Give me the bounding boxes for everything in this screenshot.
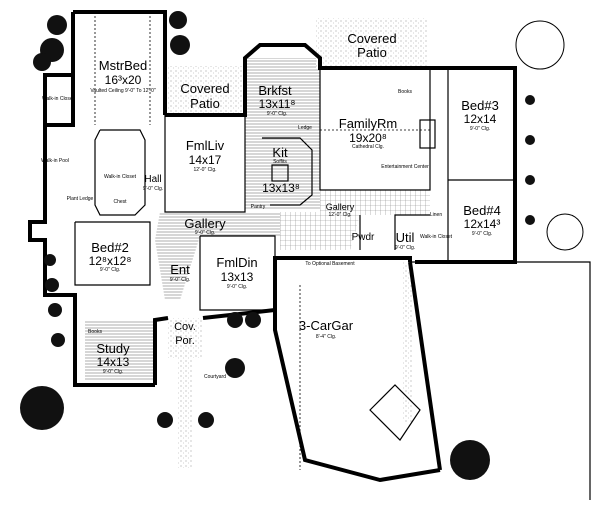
study-books-label: Books bbox=[88, 329, 102, 335]
gallery-note: 9'-0" Clg. bbox=[195, 230, 215, 236]
master-bed-label: MstrBed bbox=[99, 58, 147, 73]
garage-side-walk bbox=[402, 262, 412, 422]
garage-bay bbox=[369, 384, 421, 441]
property-line bbox=[410, 261, 591, 500]
garage-wall bbox=[408, 261, 442, 471]
bed2-size: 12⁸x12⁸ bbox=[89, 254, 132, 268]
kitchen-label: Kit bbox=[272, 145, 288, 160]
books-label: Books bbox=[398, 89, 412, 95]
utility-label: Util bbox=[396, 230, 415, 245]
master-bed-note: Vaulted Ceiling 9'-0" To 12'-0" bbox=[90, 88, 156, 94]
study-size: 14x13 bbox=[97, 355, 130, 369]
soffit-box bbox=[271, 164, 289, 182]
walk-in-pool-label: Walk-in Pool bbox=[41, 158, 69, 164]
walk-in-closet-label-2: Walk-in Closet bbox=[104, 174, 137, 180]
covered-porch-line1: Cov. bbox=[174, 321, 196, 333]
entry-label: Ent bbox=[170, 262, 190, 277]
family-room-label: FamilyRm bbox=[339, 116, 398, 131]
gallery-floor bbox=[155, 212, 280, 300]
covered-patio-left-line2: Patio bbox=[190, 96, 220, 111]
kitchen-counter bbox=[262, 137, 313, 206]
walk-in-closet-bed4: Walk-in Closet bbox=[420, 234, 453, 240]
formal-living-label: FmlLiv bbox=[186, 138, 225, 153]
family-room-size: 19x20⁸ bbox=[349, 131, 387, 145]
landscaping bbox=[20, 11, 584, 480]
wall bbox=[74, 221, 151, 286]
wall bbox=[73, 10, 167, 115]
garage-note: 8'-4" Clg. bbox=[316, 334, 336, 340]
kitchen-size: 13x13⁸ bbox=[262, 181, 300, 195]
bed2-label: Bed#2 bbox=[91, 240, 129, 255]
gallery-label: Gallery bbox=[184, 216, 226, 231]
wall bbox=[153, 316, 169, 385]
wall bbox=[94, 129, 146, 216]
covered-patio-left-line1: Covered bbox=[180, 81, 229, 96]
basement-label: To Optional Basement bbox=[305, 261, 355, 267]
fireplace bbox=[419, 119, 436, 149]
bed3-size: 12x14 bbox=[464, 112, 497, 126]
ledge-label: Ledge bbox=[298, 125, 312, 131]
wall bbox=[28, 125, 155, 387]
family-room-note: Cathedral Clg. bbox=[352, 144, 384, 150]
bed4-note: 9'-0" Clg. bbox=[472, 231, 492, 237]
study-note: 9'-0" Clg. bbox=[103, 369, 123, 375]
covered-porch-line2: Por. bbox=[175, 335, 195, 347]
formal-dining-note: 9'-0" Clg. bbox=[227, 284, 247, 290]
covered-porch-floor bbox=[168, 318, 203, 358]
front-walk bbox=[178, 358, 192, 468]
wall bbox=[319, 68, 431, 191]
walk-in-closet-label: Walk-in Closet bbox=[42, 96, 75, 102]
breakfast-kitchen-floor bbox=[245, 58, 320, 210]
entry-note: 9'-0" Clg. bbox=[170, 277, 190, 283]
wall bbox=[164, 115, 246, 213]
plant-ledge-label: Plant Ledge bbox=[67, 196, 94, 202]
courtyard-label: Courtyard bbox=[204, 374, 226, 380]
master-bed-size: 16³x20 bbox=[105, 73, 142, 87]
bed3-note: 9'-0" Clg. bbox=[470, 126, 490, 132]
gallery-right-floor bbox=[280, 190, 430, 250]
study-label: Study bbox=[96, 341, 130, 356]
bed2-note: 9'-0" Clg. bbox=[100, 267, 120, 273]
covered-patio-top-floor bbox=[316, 18, 428, 68]
breakfast-note: 9'-0" Clg. bbox=[267, 111, 287, 117]
entertainment-center-label: Entertainment Center bbox=[381, 164, 429, 170]
utility-note: 9'-0" Clg. bbox=[395, 245, 415, 251]
formal-dining-size: 13x13 bbox=[221, 270, 254, 284]
hall-note: 9'-0" Clg. bbox=[143, 186, 163, 192]
covered-patio-top-line1: Covered bbox=[347, 31, 396, 46]
breakfast-size: 13x11⁸ bbox=[259, 97, 296, 111]
wall bbox=[394, 214, 430, 250]
chest-label: Chest bbox=[113, 199, 127, 205]
formal-living-note: 12'-0" Clg. bbox=[193, 167, 216, 173]
linen-label: Linen bbox=[430, 212, 442, 218]
bed4-label: Bed#4 bbox=[463, 203, 501, 218]
formal-living-size: 14x17 bbox=[189, 153, 222, 167]
wall bbox=[165, 43, 517, 264]
study-floor bbox=[85, 320, 155, 380]
powder-label: Pwdr bbox=[352, 232, 375, 243]
bed4-size: 12x14³ bbox=[464, 217, 501, 231]
gallery-right-label: Gallery bbox=[326, 202, 355, 212]
covered-patio-top-line2: Patio bbox=[357, 45, 387, 60]
garage-label: 3-CarGar bbox=[299, 318, 354, 333]
hall-label: Hall bbox=[144, 174, 161, 185]
gallery-right-note: 12'-0" Clg. bbox=[328, 212, 351, 218]
wall bbox=[199, 235, 276, 311]
bed3-label: Bed#3 bbox=[461, 98, 499, 113]
pantry-label: Pantry bbox=[251, 204, 266, 210]
kitchen-soffit: Soffits bbox=[273, 159, 287, 165]
formal-dining-label: FmlDin bbox=[216, 255, 257, 270]
breakfast-label: Brkfst bbox=[258, 83, 292, 98]
covered-patio-left-floor bbox=[168, 66, 246, 116]
